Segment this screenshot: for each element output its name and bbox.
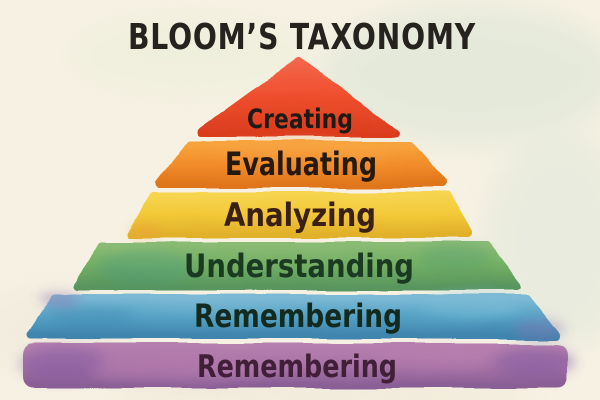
level-remembering-base-shape [20, 343, 575, 388]
level-analyzing-label: Analyzing [224, 196, 376, 234]
level-analyzing-shape [126, 192, 473, 238]
level-understanding-label: Understanding [184, 247, 414, 285]
level-evaluating-shape [156, 141, 447, 188]
level-creating-shape [196, 58, 400, 137]
pyramid [20, 58, 575, 388]
level-remembering-base-label: Remembering [197, 349, 397, 385]
diagram-title: BLOOM’S TAXONOMY [128, 17, 476, 58]
level-evaluating-label: Evaluating [225, 145, 377, 183]
level-remembering-upper-shape [27, 292, 564, 339]
level-understanding-shape [74, 242, 522, 290]
level-remembering-upper-label: Remembering [194, 297, 402, 335]
level-creating-label: Creating [247, 104, 353, 135]
pyramid-labels: Creating Evaluating Analyzing Understand… [184, 104, 414, 385]
